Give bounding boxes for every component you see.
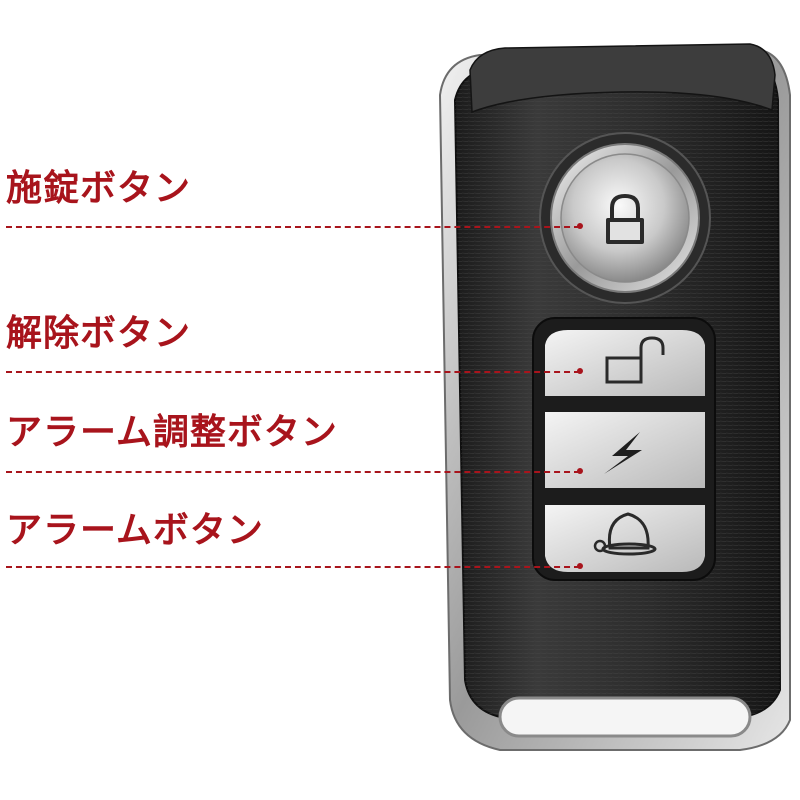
bell-icon: [593, 512, 657, 556]
padlock-closed-icon: [606, 193, 644, 244]
callout-unlock-leader: [6, 371, 580, 373]
callout-alarm-adjust-label: アラーム調整ボタン: [6, 411, 338, 453]
callout-alarm-label: アラームボタン: [6, 509, 264, 551]
callout-alarm-leader: [6, 566, 580, 568]
alarm-button: [545, 505, 705, 572]
callout-lock-dot: [577, 223, 583, 229]
key-ring-slot: [498, 696, 752, 738]
callout-unlock-label: 解除ボタン: [6, 312, 192, 354]
callout-lock-leader: [6, 226, 580, 228]
callout-alarm-adjust-dot: [577, 468, 583, 474]
padlock-open-icon: [605, 336, 665, 384]
top-shell: [469, 43, 776, 114]
callout-lock-label: 施錠ボタン: [6, 167, 192, 209]
callout-alarm-adjust-leader: [6, 471, 580, 473]
callout-alarm-dot: [577, 563, 583, 569]
callout-unlock-dot: [577, 368, 583, 374]
lightning-bolt-icon: [604, 432, 642, 474]
unlock-button: [545, 330, 705, 396]
